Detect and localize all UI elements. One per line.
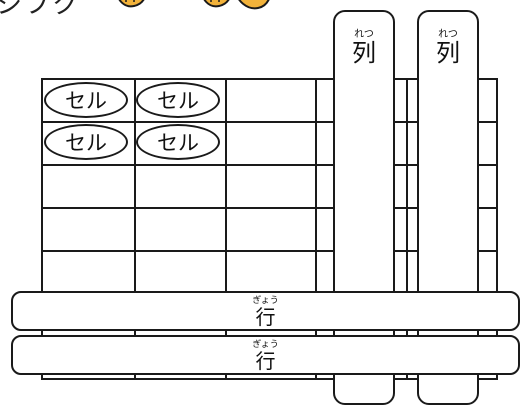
grid-line bbox=[315, 78, 317, 380]
grid-line bbox=[41, 207, 498, 209]
grid-line bbox=[41, 250, 498, 252]
row-pill: ぎょう 行 bbox=[11, 335, 520, 375]
cell-label: セル bbox=[157, 131, 199, 155]
cell-oval: セル bbox=[136, 82, 220, 118]
column-kanji: 列 bbox=[436, 39, 460, 67]
cat-face-icon bbox=[238, 0, 270, 10]
row-ruby: ぎょう bbox=[252, 340, 279, 350]
row-kanji: 行 bbox=[255, 349, 276, 373]
grid-line bbox=[406, 78, 408, 380]
paw-icon bbox=[203, 0, 230, 8]
row-label: ぎょう 行 bbox=[13, 340, 518, 373]
grid-line bbox=[41, 78, 498, 80]
grid-line bbox=[134, 78, 136, 380]
grid-line bbox=[41, 121, 498, 123]
row-ruby: ぎょう bbox=[252, 296, 279, 306]
column-label: れつ 列 bbox=[419, 29, 477, 67]
cell-oval: セル bbox=[136, 124, 220, 160]
grid-line bbox=[496, 78, 498, 380]
grid-line bbox=[225, 78, 227, 380]
grid-line bbox=[41, 78, 43, 380]
cell-oval: セル bbox=[44, 82, 128, 118]
grid-line bbox=[41, 164, 498, 166]
column-label: れつ 列 bbox=[335, 29, 393, 67]
row-kanji: 行 bbox=[255, 305, 276, 329]
cell-label: セル bbox=[157, 89, 199, 113]
row-pill: ぎょう 行 bbox=[11, 291, 520, 331]
row-label: ぎょう 行 bbox=[13, 296, 518, 329]
cell-label: セル bbox=[65, 131, 107, 155]
grid-line bbox=[41, 378, 498, 380]
column-ruby: れつ bbox=[438, 29, 458, 40]
column-kanji: 列 bbox=[352, 39, 376, 67]
top-fragment-text: シフク bbox=[0, 0, 81, 20]
paw-icon bbox=[118, 0, 145, 8]
cell-oval: セル bbox=[44, 124, 128, 160]
cell-label: セル bbox=[65, 89, 107, 113]
column-ruby: れつ bbox=[354, 29, 374, 40]
